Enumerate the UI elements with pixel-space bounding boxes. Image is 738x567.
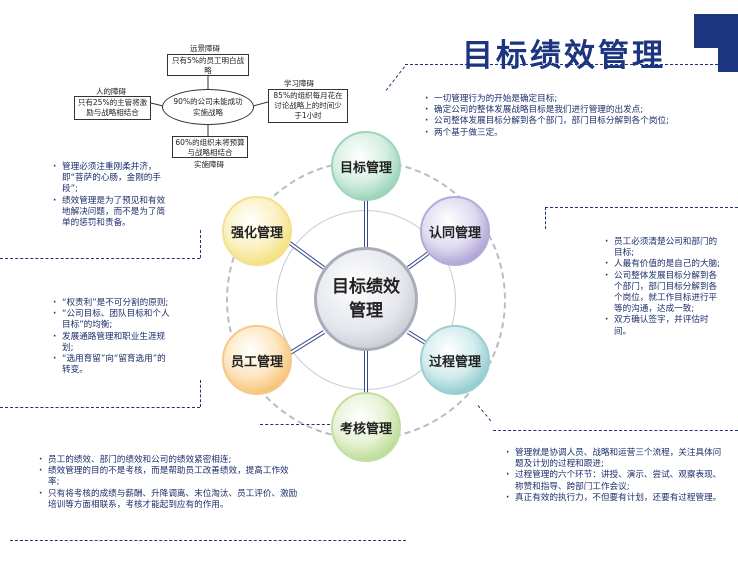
assess-note: 只有将考核的成绩与薪酬、升降调离、末位淘汰、员工评价、激励培训等方面相联系，考核… — [39, 489, 300, 511]
staff-note: 发展通路管理和职业生涯规划; — [53, 332, 172, 354]
process-note: 管理就是协调人员、战略和运营三个流程，关注具体问题及计划的过程和跟进; — [506, 448, 727, 470]
goal-note: 一切管理行为的开始是确定目标; — [425, 94, 706, 105]
title-accent-bar — [694, 14, 738, 48]
assess-management-node: 考核管理 — [331, 392, 401, 462]
strengthen-note: 管理必须注重刚柔并济，即“菩萨的心肠，金刚的手段”; — [53, 162, 172, 196]
staff-note: “选用育留”向“留育选用”的转变。 — [53, 354, 172, 376]
strengthen-connector — [200, 230, 201, 258]
learning-obstacle-box: 85%的组织每月花在讨论战略上的时间少于1小时 — [268, 89, 348, 123]
title-accent-bar-lower — [718, 44, 738, 72]
process-management-node: 过程管理 — [420, 325, 490, 395]
vision-obstacle-box: 只有5%的员工明白战略 — [167, 54, 249, 76]
goal-note: 公司整体发展目标分解到各个部门，部门目标分解到各个岗位; — [425, 116, 706, 127]
agree-notes: 员工必须清楚公司和部门的目标; 人最有价值的是自己的大脑; 公司整体发展目标分解… — [604, 237, 722, 338]
strengthen-management-node: 强化管理 — [222, 196, 292, 266]
process-divider — [493, 430, 738, 431]
staff-connector — [200, 380, 201, 407]
implementation-obstacle-box: 60%的组织未将预算与战略相结合 — [172, 136, 248, 158]
process-notes: 管理就是协调人员、战略和运营三个流程，关注具体问题及计划的过程和跟进; 过程管理… — [505, 448, 727, 504]
process-note: 过程管理的六个环节：讲授、演示、尝试、观察表现、称赞和指导、跨部门工作会议; — [506, 470, 727, 492]
assess-notes: 员工的绩效、部门的绩效和公司的绩效紧密相连; 绩效管理的目的不是考核，而是帮助员… — [38, 455, 300, 511]
agree-divider — [545, 207, 738, 208]
goal-management-node: 目标管理 — [331, 131, 401, 201]
page-title: 目标绩效管理 — [462, 38, 666, 74]
agree-note: 人最有价值的是自己的大脑; — [605, 259, 722, 270]
strategy-failure-text: 90%的公司未能成功实施战略 — [173, 97, 243, 117]
assess-note: 绩效管理的目的不是考核，而是帮助员工改善绩效，提高工作效率; — [39, 466, 300, 488]
goal-note: 确定公司的整体发展战略目标是我们进行管理的出发点; — [425, 105, 706, 116]
center-node-line2: 管理 — [349, 301, 383, 321]
goal-divider — [405, 64, 738, 65]
agree-connector — [545, 207, 546, 229]
staff-management-node: 员工管理 — [222, 325, 292, 395]
vision-obstacle-label: 远景障碍 — [190, 44, 220, 53]
learning-obstacle-label: 学习障碍 — [284, 79, 314, 88]
staff-notes: “权责利”是不可分割的原则; “公司目标、团队目标和个人目标”的均衡; 发展通路… — [52, 298, 172, 376]
goal-notes: 一切管理行为的开始是确定目标; 确定公司的整体发展战略目标是我们进行管理的出发点… — [424, 94, 706, 139]
staff-note: “公司目标、团队目标和个人目标”的均衡; — [53, 309, 172, 331]
strengthen-note: 绩效管理是为了预见和有效地解决问题，而不是为了简单的惩罚和责备。 — [53, 196, 172, 230]
assess-note: 员工的绩效、部门的绩效和公司的绩效紧密相连; — [39, 455, 300, 466]
center-node: 目标绩效 管理 — [314, 247, 418, 351]
agree-note: 员工必须清楚公司和部门的目标; — [605, 237, 722, 259]
agree-note: 双方确认签字，并评估时间。 — [605, 315, 722, 337]
staff-divider — [0, 407, 200, 408]
agree-note: 公司整体发展目标分解到各个部门，部门目标分解到各个岗位，就工作目标进行平等的沟通… — [605, 271, 722, 316]
people-obstacle-label: 人的障碍 — [96, 87, 126, 96]
staff-note: “权责利”是不可分割的原则; — [53, 298, 172, 309]
strategy-failure-ellipse: 90%的公司未能成功实施战略 — [162, 89, 254, 125]
goal-note: 两个基于做三定。 — [425, 128, 706, 139]
implementation-obstacle-label: 实施障碍 — [194, 160, 224, 169]
process-note: 真正有效的执行力，不但要有计划，还要有过程管理。 — [506, 493, 727, 504]
people-obstacle-box: 只有25%的主管将激励与战略相结合 — [74, 96, 151, 120]
agree-management-node: 认同管理 — [420, 196, 490, 266]
strengthen-notes: 管理必须注重刚柔并济，即“菩萨的心肠，金刚的手段”; 绩效管理是为了预见和有效地… — [52, 162, 172, 229]
assess-divider — [10, 540, 406, 541]
strengthen-divider — [0, 258, 200, 259]
assess-connector — [260, 424, 330, 425]
center-node-line1: 目标绩效 — [332, 277, 400, 297]
